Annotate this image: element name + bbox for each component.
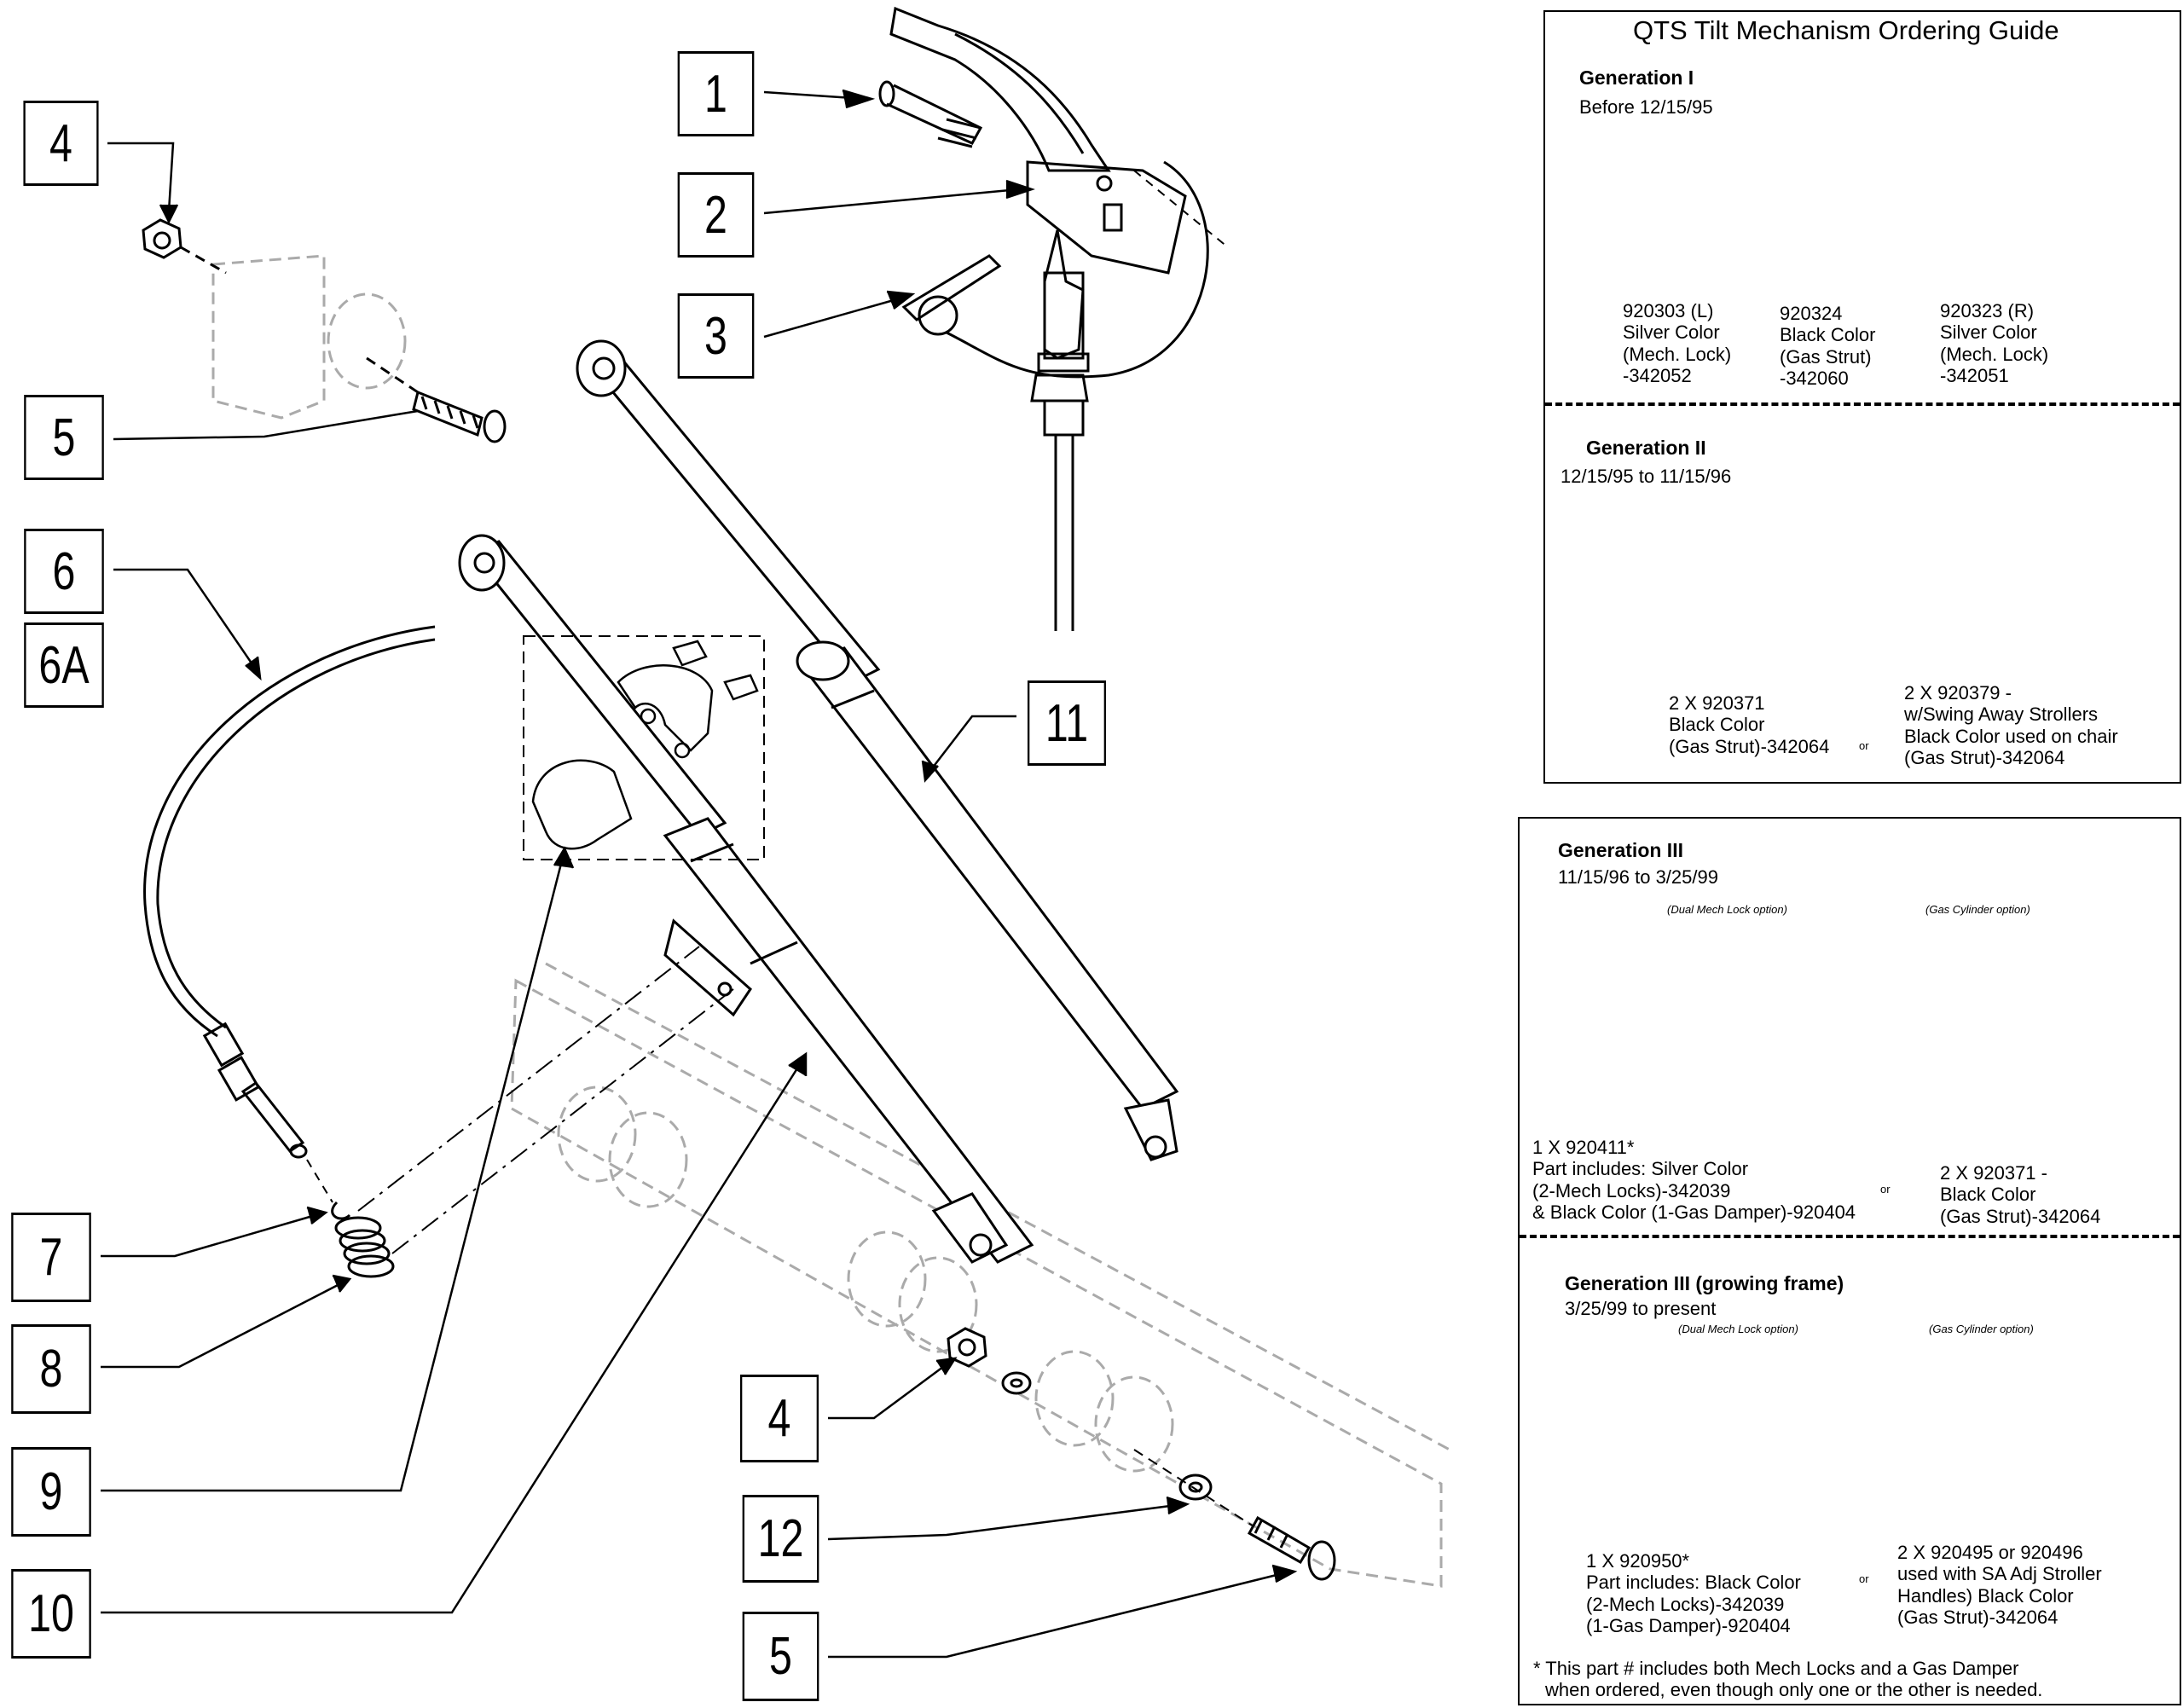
bolt-icon xyxy=(366,356,507,443)
gen3-option-left: (Dual Mech Lock option) xyxy=(1667,903,1787,916)
callout-12: 12 xyxy=(742,1495,819,1583)
gen2-heading: Generation II xyxy=(1586,437,1706,459)
gen1-date: Before 12/15/95 xyxy=(1579,96,1713,118)
pin-icon xyxy=(878,80,983,148)
callout-4-bottom: 4 xyxy=(739,1375,819,1462)
hex-nut-icon xyxy=(142,218,227,275)
gen1-left-label: 920303 (L)Silver Color(Mech. Lock)-34205… xyxy=(1623,300,1732,386)
pin-icon xyxy=(901,254,1002,336)
frame-tube-icon xyxy=(211,254,1451,1588)
gen-divider-1 xyxy=(1545,402,2180,406)
callout-8: 8 xyxy=(11,1324,91,1414)
gen3-date: 11/15/96 to 3/25/99 xyxy=(1558,866,1718,888)
leader-lines xyxy=(101,89,1298,1659)
ordering-guide-panel-lower xyxy=(1518,817,2181,1705)
gen3g-option-right: (Gas Cylinder option) xyxy=(1929,1323,2034,1335)
callout-1: 1 xyxy=(677,51,755,136)
gen3-left-label: 1 X 920411*Part includes: Silver Color(2… xyxy=(1532,1137,1856,1223)
clamp-icon xyxy=(523,635,765,860)
gen3g-footnote: * This part # includes both Mech Locks a… xyxy=(1533,1658,2043,1701)
gen-divider-2 xyxy=(1520,1235,2180,1238)
gen3-or: or xyxy=(1880,1183,1891,1196)
gen1-heading: Generation I xyxy=(1579,67,1694,89)
callout-11: 11 xyxy=(1027,680,1107,766)
gen3g-left-label: 1 X 920950*Part includes: Black Color(2-… xyxy=(1586,1550,1801,1636)
washer-icon xyxy=(947,1327,1254,1527)
gen3g-heading: Generation III (growing frame) xyxy=(1565,1272,1844,1294)
callout-9: 9 xyxy=(11,1447,91,1537)
callout-4-top: 4 xyxy=(23,101,99,186)
gas-strut-icon xyxy=(576,339,1179,1161)
callout-6a: 6A xyxy=(24,622,104,708)
gen3-option-right: (Gas Cylinder option) xyxy=(1925,903,2030,916)
ordering-guide-panel-upper xyxy=(1543,10,2181,784)
gen3-heading: Generation III xyxy=(1558,839,1683,861)
spring-icon xyxy=(331,946,734,1278)
callout-5-top: 5 xyxy=(24,395,104,480)
callout-6: 6 xyxy=(24,529,104,614)
gas-strut-icon xyxy=(458,534,1034,1264)
callout-7: 7 xyxy=(11,1213,91,1302)
callout-2: 2 xyxy=(677,172,755,258)
gen3g-or: or xyxy=(1859,1572,1869,1585)
gen3-right-label: 2 X 920371 -Black Color(Gas Strut)-34206… xyxy=(1940,1162,2101,1227)
callout-5-bottom: 5 xyxy=(742,1612,819,1701)
gen2-date: 12/15/95 to 11/15/96 xyxy=(1561,466,1732,487)
gen3g-option-left: (Dual Mech Lock option) xyxy=(1678,1323,1798,1335)
callout-3: 3 xyxy=(677,293,755,379)
handle-lever-icon xyxy=(889,6,1229,631)
gen2-or: or xyxy=(1859,739,1869,752)
gen3g-date: 3/25/99 to present xyxy=(1565,1298,1717,1319)
callout-10: 10 xyxy=(11,1569,91,1659)
cable-icon xyxy=(143,625,436,1203)
gen1-right-label: 920323 (R)Silver Color(Mech. Lock)-34205… xyxy=(1940,300,2049,386)
guide-title: QTS Tilt Mechanism Ordering Guide xyxy=(1633,15,2059,45)
bolt-icon xyxy=(1247,1515,1336,1581)
